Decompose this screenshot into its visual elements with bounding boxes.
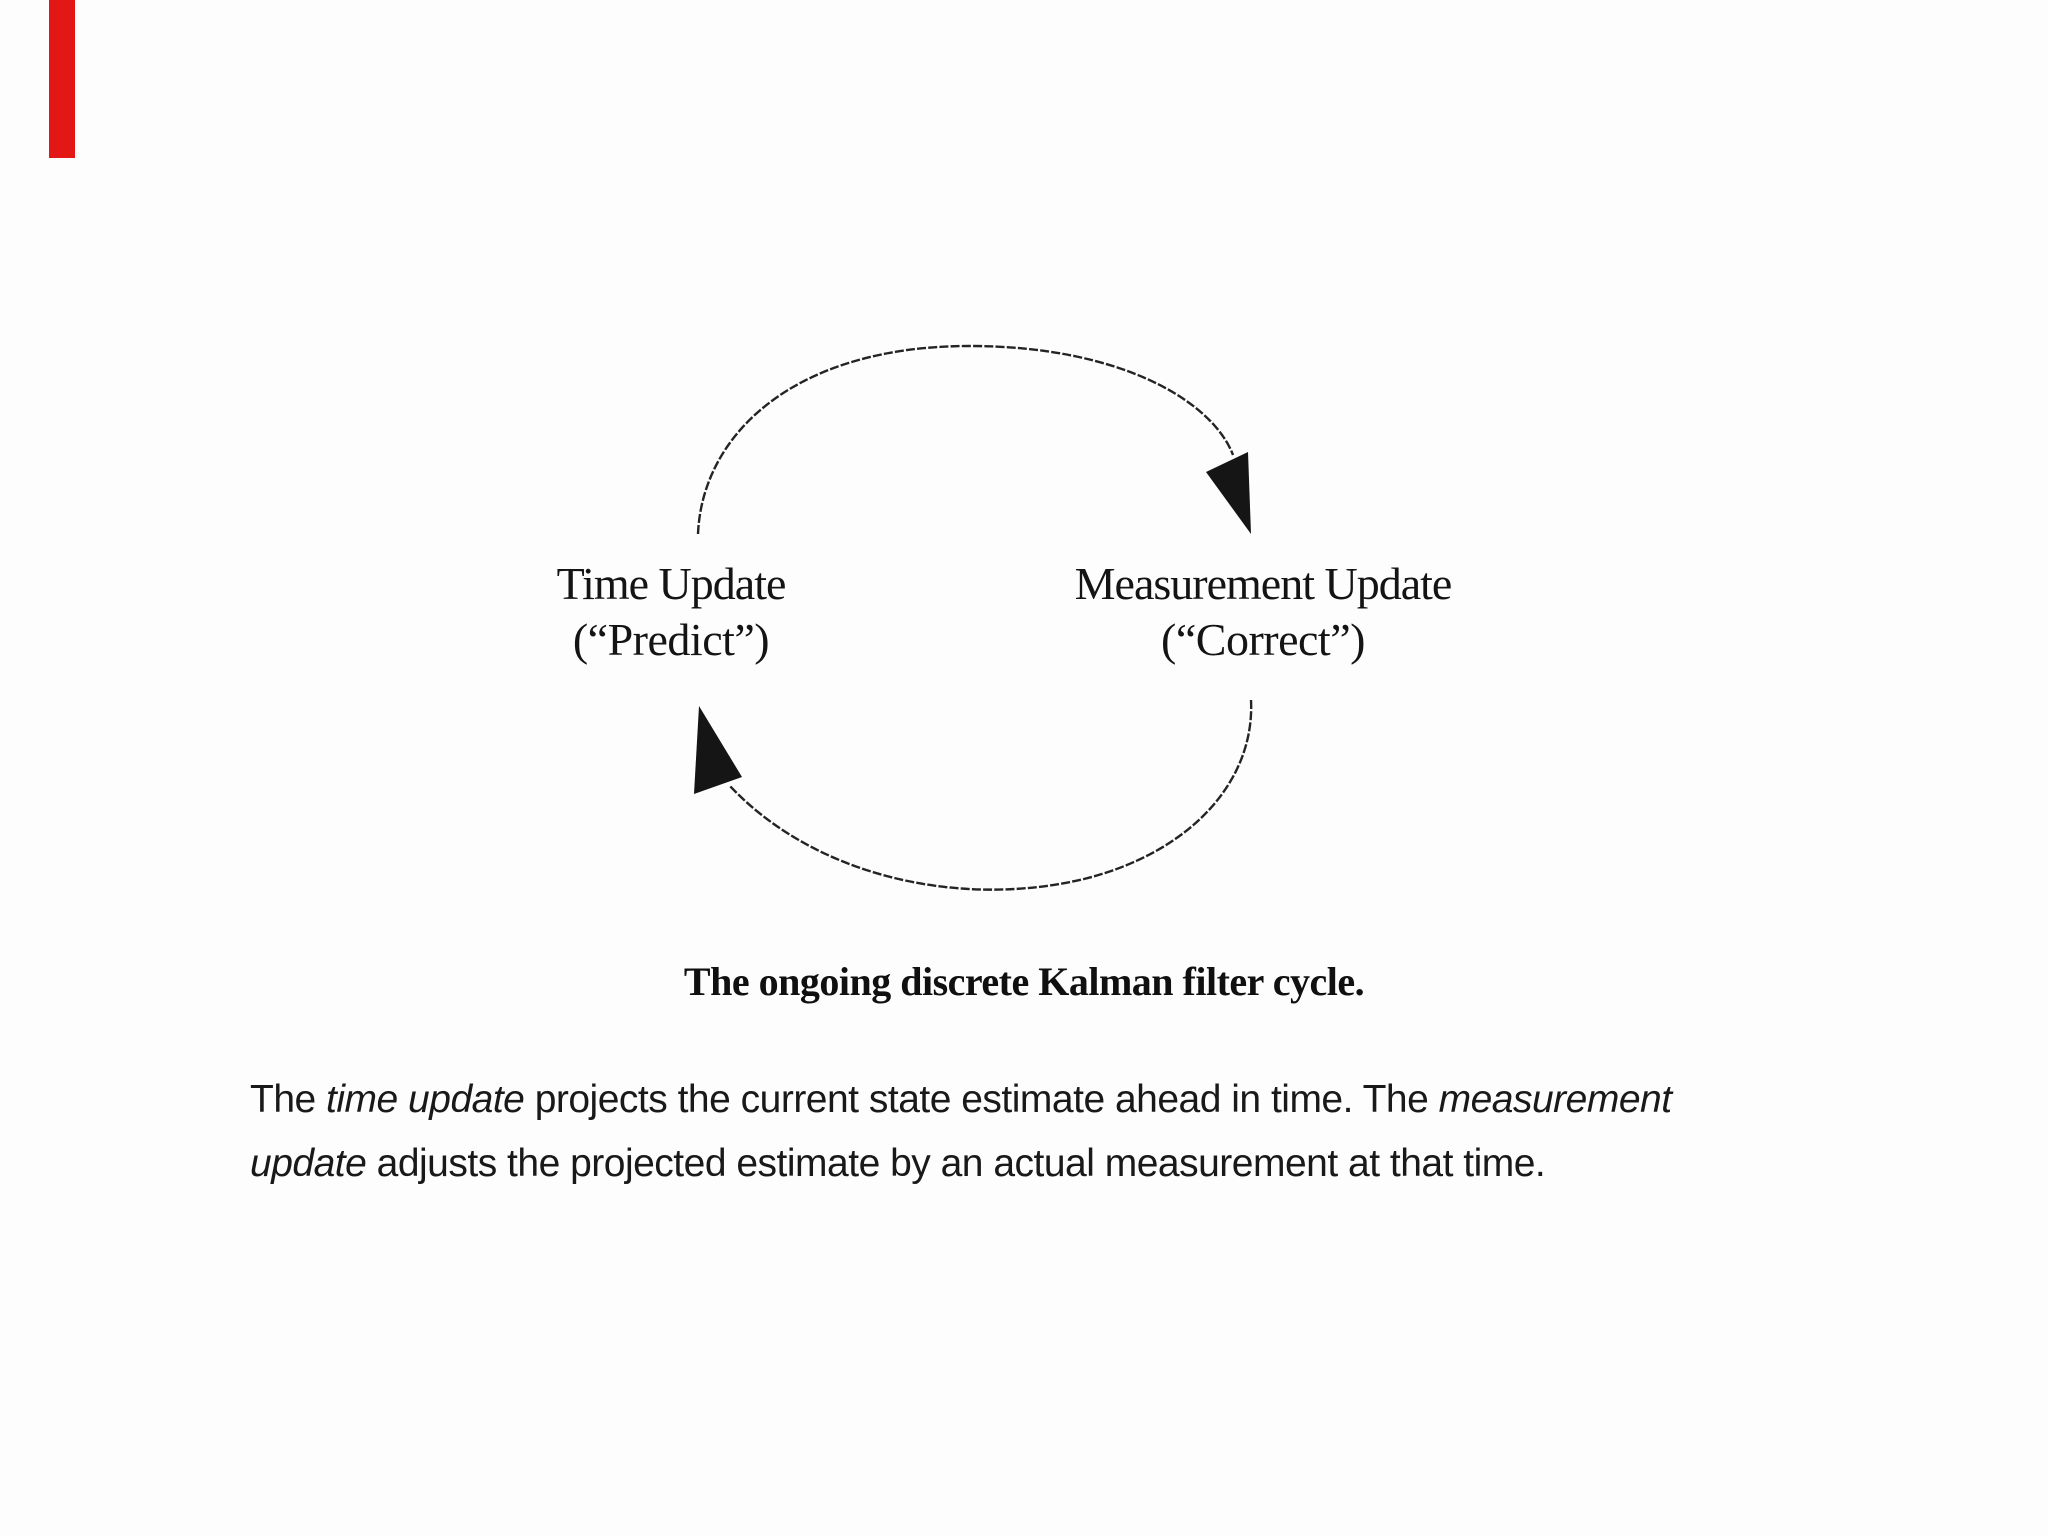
paragraph-line: The time update projects the current sta… bbox=[250, 1078, 1672, 1121]
top-arc bbox=[696, 344, 1235, 535]
body-paragraph: The time update projects the current sta… bbox=[250, 1068, 1672, 1196]
paragraph-line: update adjusts the projected estimate by… bbox=[250, 1142, 1546, 1185]
node-measurement-update: Measurement Update (“Correct”) bbox=[953, 556, 1573, 668]
node-subtitle: (“Correct”) bbox=[1161, 614, 1365, 665]
node-subtitle: (“Predict”) bbox=[572, 614, 770, 665]
figure-caption: The ongoing discrete Kalman filter cycle… bbox=[683, 959, 1365, 1004]
node-title: Time Update bbox=[556, 558, 787, 609]
node-title: Measurement Update bbox=[1074, 558, 1453, 609]
top-arc-arrowhead bbox=[1206, 452, 1251, 534]
bottom-arc-arrowhead bbox=[694, 706, 742, 794]
node-time-update: Time Update (“Predict”) bbox=[441, 556, 901, 668]
bottom-arc bbox=[728, 699, 1253, 891]
red-scan-artifact-mark bbox=[49, 0, 75, 158]
